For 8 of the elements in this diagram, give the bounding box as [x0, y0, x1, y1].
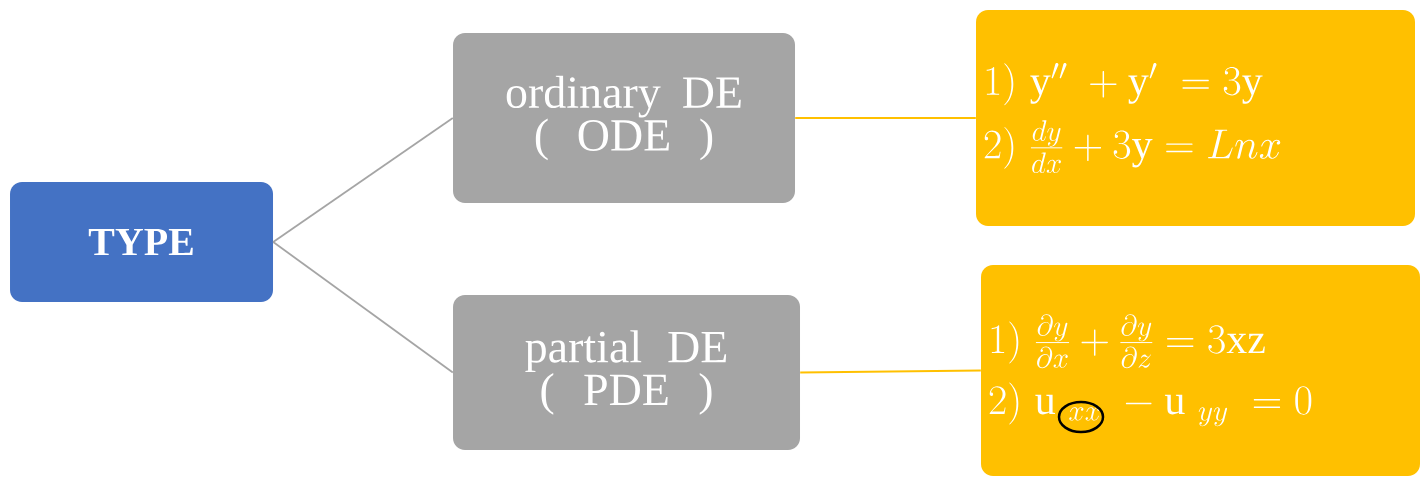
connector-line — [794, 117, 977, 119]
category-box: ordinary DE ( ODE ) — [453, 33, 795, 203]
example-box: $1)\ \mathrm{y}'' + \mathrm{y}' = 3\mathrm{y}$ $2)\ \frac{dy}{dx} + 3\mathrm{y} = Lnx$ — [976, 10, 1415, 226]
connector-line — [272, 117, 454, 243]
connector-line — [272, 241, 454, 374]
type-box: TYPE — [10, 182, 273, 302]
connector-line — [799, 369, 982, 374]
category-box: partial DE ( PDE ) — [453, 295, 800, 450]
